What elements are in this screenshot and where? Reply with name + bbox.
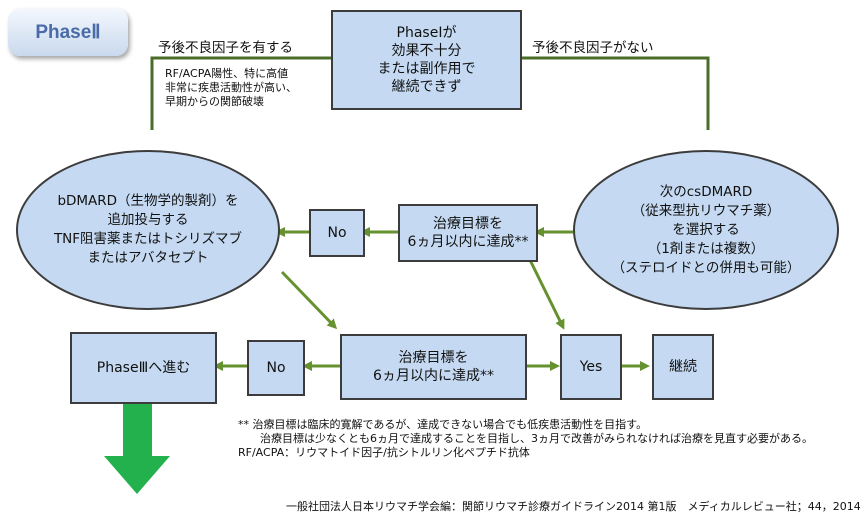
big-down-arrow xyxy=(104,404,170,494)
arrow-ellipse-to-lower-goal xyxy=(280,270,338,330)
phase3-box: PhaseⅢへ進む xyxy=(70,332,217,404)
no-box-lower: No xyxy=(247,340,305,396)
csdmard-ellipse: 次のcsDMARD （従来型抗リウマチ薬） を選択する （1剤または複数） （ス… xyxy=(573,150,839,310)
continue-box: 継続 xyxy=(652,334,714,400)
bracket-left-line xyxy=(150,56,331,130)
phase-badge: PhaseⅡ xyxy=(8,8,128,56)
bdmard-ellipse: bDMARD（生物学的製剤）を 追加投与する TNF阻害薬またはトシリズマブ ま… xyxy=(16,150,280,310)
bracket-right-line xyxy=(521,56,710,130)
label-poor-prognosis: 予後不良因子を有する xyxy=(158,40,293,56)
yes-box: Yes xyxy=(560,334,622,400)
phase1-failure-box: PhaseⅠが 効果不十分 または副作用で 継続できず xyxy=(331,10,522,110)
goal-box-lower: 治療目標を 6ヵ月以内に達成** xyxy=(340,334,527,400)
footnote: ** 治療目標は臨床的寛解であるが、達成できない場合でも低疾患活動性を目指す。 … xyxy=(238,418,813,459)
risk-factor-note: RF/ACPA陽性、特に高値 非常に疾患活動性が高い、 早期からの関節破壊 xyxy=(165,67,297,108)
source-citation: 一般社団法人日本リウマチ学会編：関節リウマチ診療ガイドライン2014 第1版 メ… xyxy=(286,500,860,513)
no-box-upper: No xyxy=(309,209,365,257)
arrow-goal-to-yes xyxy=(528,259,565,330)
goal-box-upper: 治療目標を 6ヵ月以内に達成** xyxy=(398,204,538,262)
label-no-poor-prognosis: 予後不良因子がない xyxy=(532,40,654,56)
